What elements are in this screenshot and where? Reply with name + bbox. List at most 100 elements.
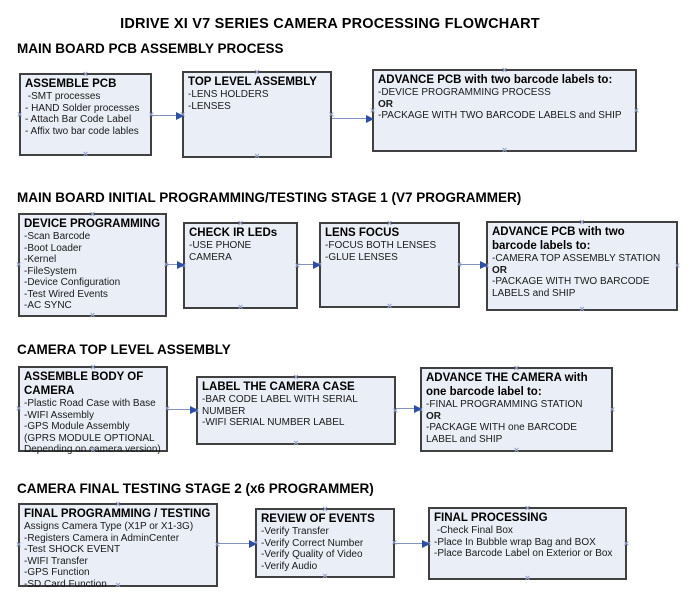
connection-point-icon: × <box>163 259 169 270</box>
flow-box-final-programming-testing: FINAL PROGRAMMING / TESTING Assigns Came… <box>16 500 220 590</box>
box-line: OR <box>426 410 441 422</box>
arrowhead-icon <box>422 539 430 548</box>
connection-point-icon: × <box>237 302 244 312</box>
box-line: (GPRS MODULE OPTIONAL <box>24 432 155 444</box>
box-title: ADVANCE PCB with two barcode labels to: <box>492 226 628 252</box>
box-line: -Test SHOCK EVENT <box>24 544 121 555</box>
connection-point-icon: × <box>17 109 23 119</box>
connection-point-icon: × <box>674 260 680 271</box>
box-title: DEVICE PROGRAMMING <box>24 218 161 230</box>
flow-box-final-processing: FINAL PROCESSING -Check Final Box -Place… <box>426 504 629 583</box>
box-line: -PACKAGE WITH TWO BARCODE LABELS and SHI… <box>378 110 622 121</box>
box-title: TOP LEVEL ASSEMBLY <box>188 76 317 88</box>
flow-box-lens-focus: LENS FOCUS -FOCUS BOTH LENSES -GLUE LENS… <box>317 219 462 311</box>
flow-arrow <box>395 539 430 548</box>
flow-arrow <box>298 260 321 269</box>
box-line: -Device Configuration <box>24 277 121 288</box>
page-title: IDRIVE XI V7 SERIES CAMERA PROCESSING FL… <box>120 16 540 32</box>
box-line: -Registers Camera in AdminCenter <box>24 532 180 544</box>
box-title: FINAL PROGRAMMING / TESTING <box>24 508 211 520</box>
connection-point-icon: × <box>609 404 615 414</box>
box-line: -Scan Barcode <box>24 231 91 242</box>
box-line: -LENS HOLDERS <box>188 89 269 100</box>
connection-point-icon: × <box>293 438 299 448</box>
box-title: ASSEMBLE PCB <box>25 78 117 90</box>
box-line: Depending on camera version) <box>24 444 161 455</box>
box-title: FINAL PROCESSING <box>434 512 548 524</box>
box-line: - Attach Bar Code Label <box>25 114 132 125</box>
box-line: OR <box>378 98 393 110</box>
box-line: -GLUE LENSES <box>325 251 398 263</box>
flow-box-device-programming: DEVICE PROGRAMMING -Scan Barcode -Boot L… <box>16 210 169 320</box>
flow-arrow <box>152 111 184 120</box>
flow-arrow <box>396 404 422 413</box>
box-line: Assigns Camera Type (X1P or X1-3G) <box>24 521 194 532</box>
flow-box-advance-pcb-1: ADVANCE PCB with two barcode labels to: … <box>370 66 639 155</box>
connection-point-icon: × <box>214 539 220 550</box>
box-line: -FOCUS BOTH LENSES <box>325 240 437 251</box>
box-line: -Verify Transfer <box>261 526 329 537</box>
arrowhead-icon <box>480 260 488 269</box>
connection-point-icon: × <box>524 573 531 583</box>
box-line: -SMT processes <box>25 91 101 102</box>
flow-arrow <box>460 260 488 269</box>
connection-point-icon: × <box>322 571 328 581</box>
connection-point-icon: × <box>623 538 629 548</box>
box-title: ASSEMBLE BODY OF CAMERA <box>24 371 147 397</box>
box-line: -Check Final Box <box>434 525 513 536</box>
flow-arrow <box>168 405 198 414</box>
connection-point-icon: × <box>386 301 393 311</box>
arrowhead-icon <box>313 260 321 269</box>
connection-point-icon: × <box>89 310 96 320</box>
section-header-camera-top-assembly: CAMERA TOP LEVEL ASSEMBLY <box>17 342 231 357</box>
box-line: -Place In Bubble wrap Bag and BOX <box>434 536 596 548</box>
flow-box-review-of-events: REVIEW OF EVENTS -Verify Transfer -Verif… <box>253 505 397 581</box>
section-header-pcb-assembly: MAIN BOARD PCB ASSEMBLY PROCESS <box>17 41 284 56</box>
box-line: -Place Barcode Label on Exterior or Box <box>434 548 613 559</box>
connection-point-icon: × <box>16 539 22 550</box>
flow-arrow <box>218 539 257 548</box>
box-line: -AC SYNC <box>24 300 72 311</box>
section-header-initial-programming: MAIN BOARD INITIAL PROGRAMMING/TESTING S… <box>17 190 522 205</box>
box-line: -USE PHONE CAMERA <box>189 240 255 263</box>
box-line: -Verify Audio <box>261 560 318 572</box>
section-header-final-testing: CAMERA FINAL TESTING STAGE 2 (x6 PROGRAM… <box>17 481 374 496</box>
box-title: CHECK IR LEDs <box>189 227 278 239</box>
box-line: -PACKAGE WITH one BARCODE LABEL and SHIP <box>426 422 580 445</box>
box-title: REVIEW OF EVENTS <box>261 513 375 525</box>
connection-point-icon: × <box>633 105 639 115</box>
flow-arrow <box>332 114 374 123</box>
flow-box-check-ir-leds: CHECK IR LEDs -USE PHONE CAMERA ×××× <box>181 219 300 312</box>
box-line: -GPS Module Assembly <box>24 421 130 432</box>
box-line: -Kernel <box>24 254 57 265</box>
connection-point-icon: × <box>456 259 462 270</box>
box-line: - Affix two bar code lables <box>25 125 139 137</box>
box-title: ADVANCE PCB with two barcode labels to: <box>378 74 613 86</box>
box-line: -Verify Quality of Video <box>261 549 363 560</box>
box-title: LENS FOCUS <box>325 227 400 239</box>
box-line: -WIFI SERIAL NUMBER LABEL <box>202 417 345 428</box>
flow-box-advance-camera: ADVANCE THE CAMERA with one barcode labe… <box>418 364 615 455</box>
flow-box-advance-pcb-2: ADVANCE PCB with two barcode labels to: … <box>484 218 680 314</box>
arrowhead-icon <box>249 539 257 548</box>
box-line: -FileSystem <box>24 265 77 277</box>
arrowhead-icon <box>177 260 185 269</box>
connection-point-icon: × <box>254 151 260 161</box>
box-line: -WIFI Assembly <box>24 409 95 421</box>
box-line: - HAND Solder processes <box>25 102 140 114</box>
box-title: LABEL THE CAMERA CASE <box>202 381 355 393</box>
arrowhead-icon <box>414 404 422 413</box>
connection-point-icon: × <box>579 304 585 314</box>
box-line: -DEVICE PROGRAMMING PROCESS <box>378 87 551 98</box>
box-line: -CAMERA TOP ASSEMBLY STATION <box>492 253 661 264</box>
connection-point-icon: × <box>513 445 520 455</box>
box-line: -GPS Function <box>24 567 90 578</box>
connection-point-icon: × <box>16 259 22 270</box>
box-line: -Boot Loader <box>24 242 82 254</box>
connection-point-icon: × <box>501 145 508 155</box>
box-line: -SD Card Function <box>24 578 107 590</box>
flow-box-top-level-assembly: TOP LEVEL ASSEMBLY -LENS HOLDERS -LENSES… <box>180 68 334 161</box>
box-line: -FINAL PROGRAMMING STATION <box>426 399 583 410</box>
box-title: ADVANCE THE CAMERA with one barcode labe… <box>426 372 591 398</box>
arrowhead-icon <box>176 111 184 120</box>
